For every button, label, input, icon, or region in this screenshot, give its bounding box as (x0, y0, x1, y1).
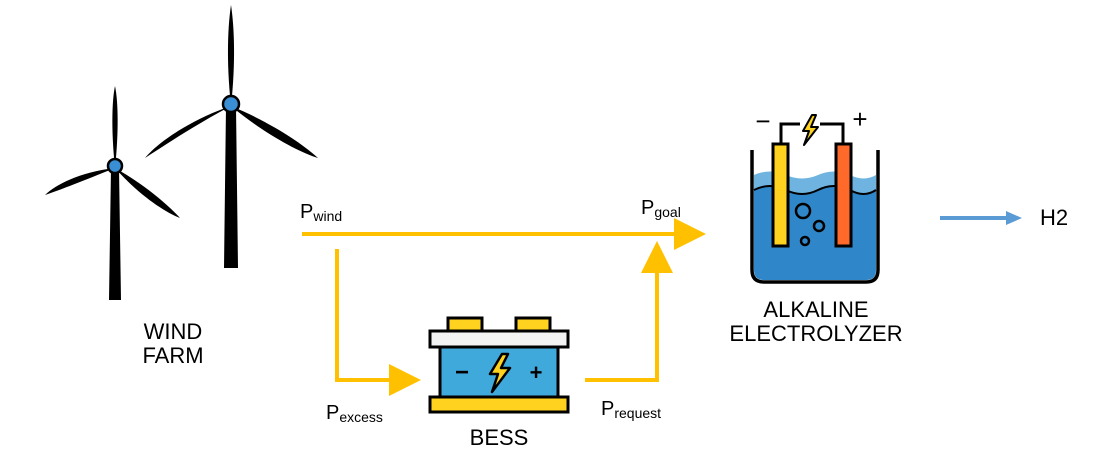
battery-icon: − + (428, 316, 570, 414)
p-wind-subscript: wind (313, 208, 343, 224)
wind-farm-label-line2: FARM (142, 343, 204, 368)
p-goal-symbol: P (641, 197, 655, 219)
electrolyzer-icon: − + (750, 104, 880, 284)
p-excess-subscript: excess (339, 409, 383, 425)
p-request-label: Prequest (601, 398, 661, 424)
bess-label: BESS (469, 425, 529, 450)
electrolyzer-plus-symbol: + (852, 104, 867, 134)
hydrogen-arrow (940, 211, 1022, 225)
p-excess-arrow (335, 249, 421, 396)
battery-minus-symbol: − (455, 359, 469, 386)
wind-turbine-large-icon (145, 5, 318, 268)
electrolyzer-label-line2: ELECTROLYZER (729, 321, 903, 346)
p-excess-label: Pexcess (326, 402, 383, 428)
electrolyzer-minus-symbol: − (755, 106, 770, 136)
p-wind-symbol: P (300, 201, 314, 223)
power-flow-arrows (302, 218, 706, 396)
p-goal-label: Pgoal (641, 197, 681, 223)
electrolyzer-label: ALKALINE ELECTROLYZER (696, 298, 936, 346)
p-request-symbol: P (601, 398, 615, 420)
p-goal-subscript: goal (654, 204, 681, 220)
wind-farm-label-line1: WIND (143, 319, 203, 344)
wind-turbine-small-icon (45, 86, 180, 300)
p-request-arrow (585, 241, 673, 382)
h2-output-label: H2 (1040, 205, 1069, 230)
electrolyzer-label-line1: ALKALINE (763, 297, 869, 322)
p-excess-symbol: P (326, 402, 340, 424)
electrolyzer-bolt-icon (802, 114, 819, 146)
p-wind-label: Pwind (300, 201, 342, 227)
battery-plus-symbol: + (530, 360, 543, 385)
wind-farm-label: WIND FARM (118, 320, 228, 368)
p-request-subscript: request (614, 405, 662, 421)
lightning-bolt-icon (488, 352, 512, 394)
